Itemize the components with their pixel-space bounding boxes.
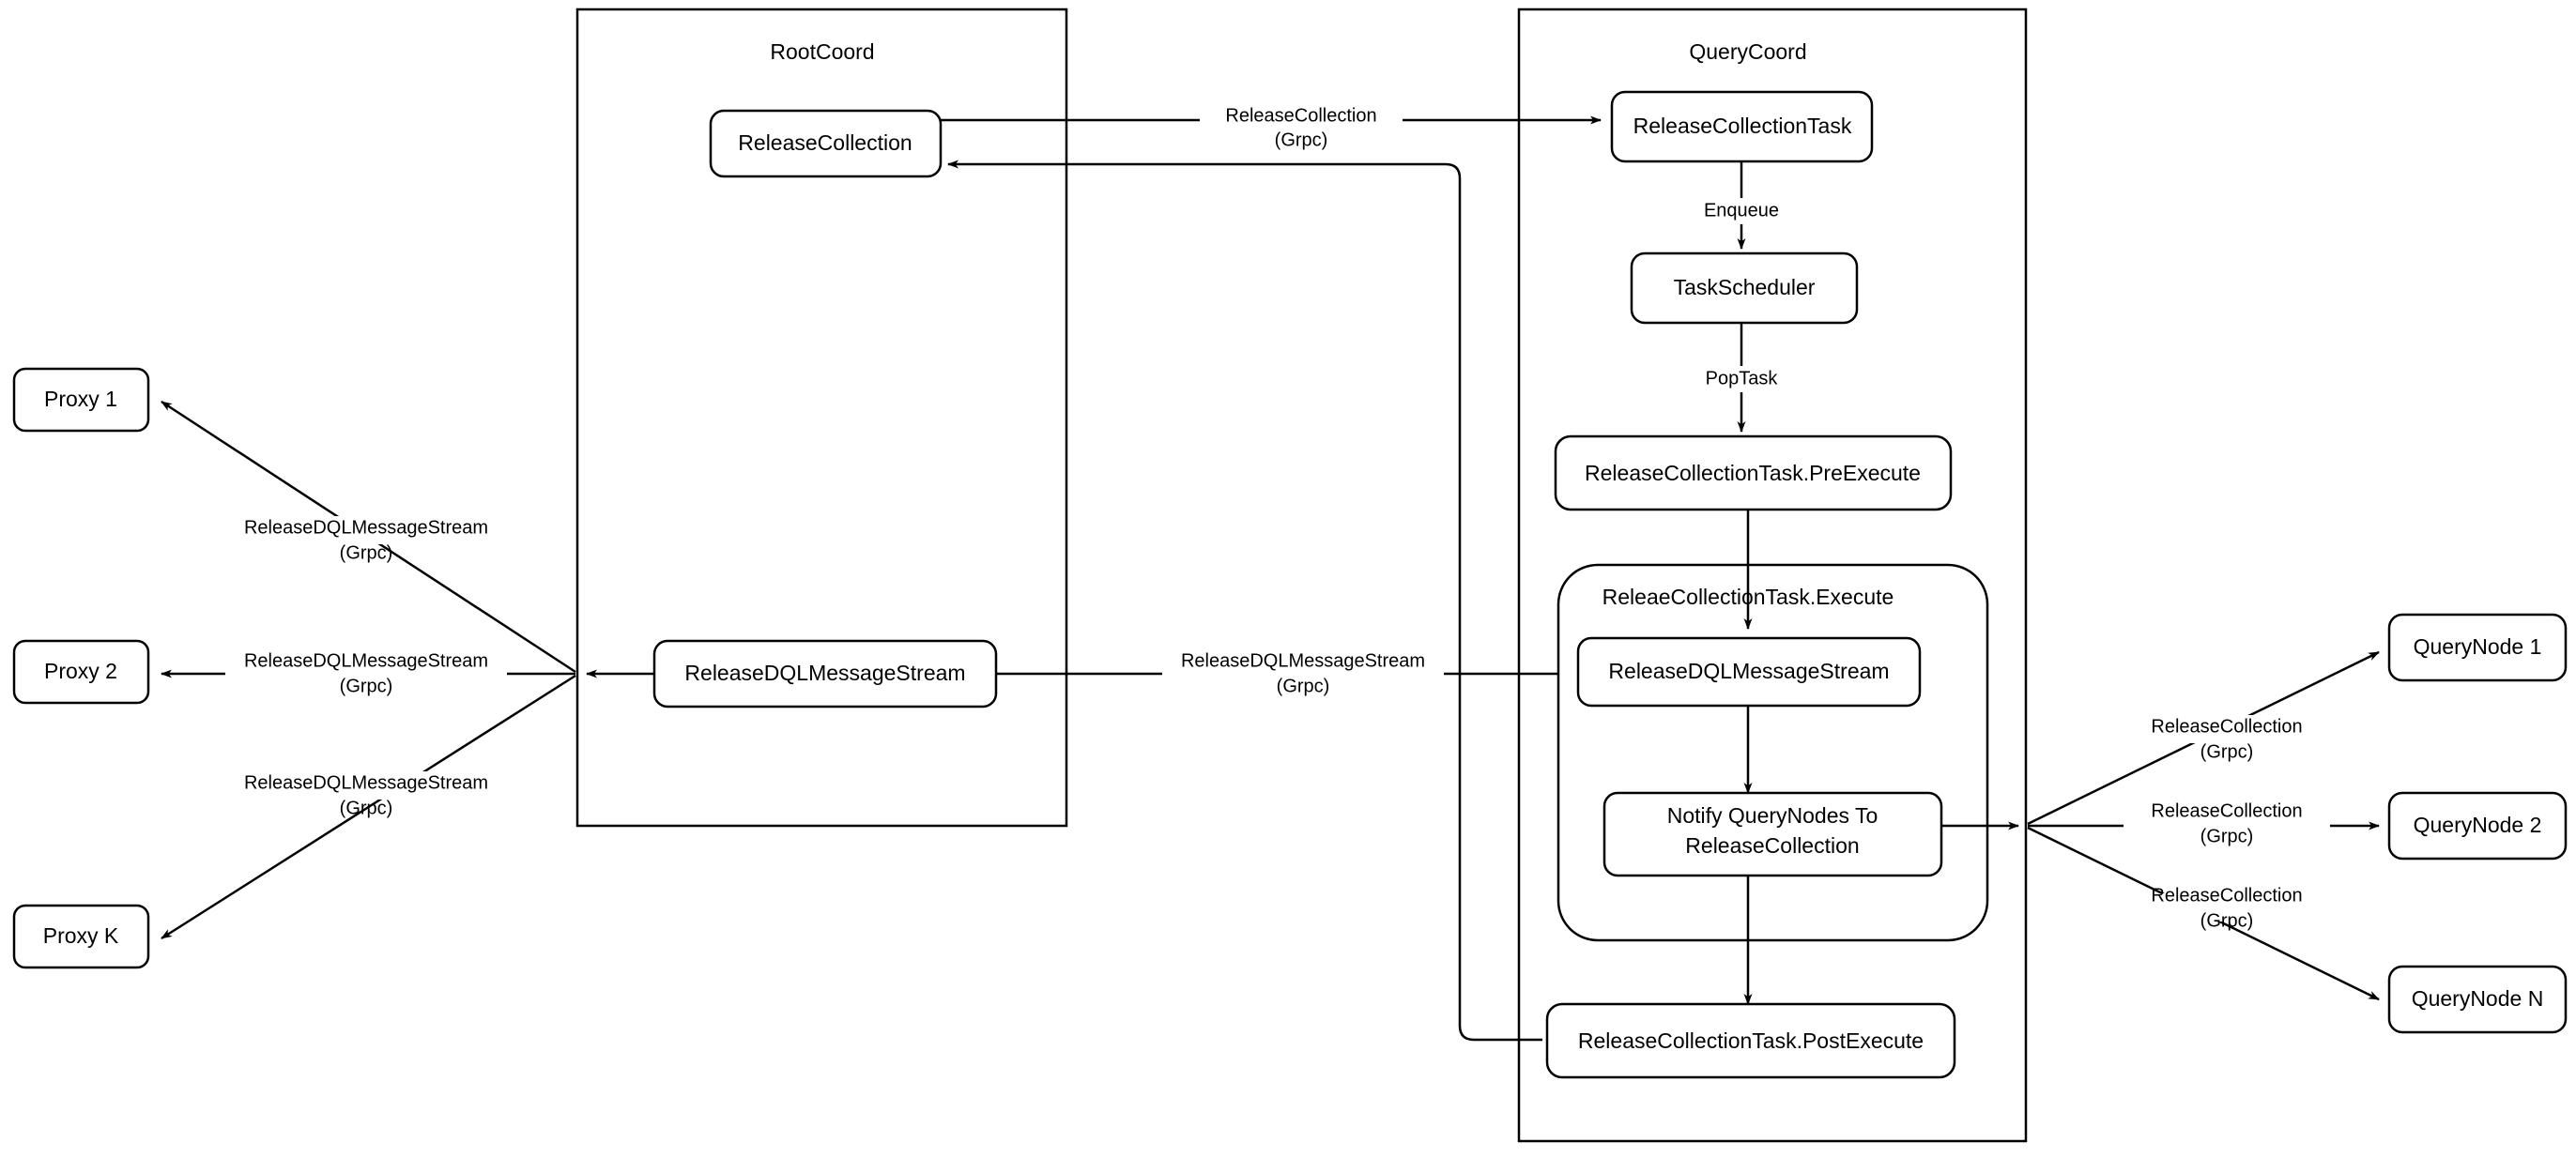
node-querynode1-rect[interactable] xyxy=(2387,613,2568,682)
container-rootcoord xyxy=(575,8,1068,828)
node-notify-querynodes-rect[interactable] xyxy=(1602,791,1943,877)
node-rootcoord-releasecollection[interactable]: ReleaseCollection xyxy=(709,109,943,178)
container-querycoord xyxy=(1517,8,2028,1143)
edge-label-rc-querynoden-line1: ReleaseCollection xyxy=(2151,885,2302,906)
node-preexecute-label: ReleaseCollectionTask.PreExecute xyxy=(1585,461,1921,485)
node-notify-querynodes-label-line1: Notify QueryNodes To xyxy=(1667,803,1878,828)
node-notify-querynodes-label-line2: ReleaseCollection xyxy=(1685,833,1859,858)
node-proxy2[interactable]: Proxy 2 xyxy=(12,639,150,705)
node-releasecollectiontask-rect[interactable] xyxy=(1610,90,1874,163)
node-proxy1-rect[interactable] xyxy=(12,367,150,433)
node-execute-releasedqlmessagestream[interactable]: ReleaseDQLMessageStream xyxy=(1576,636,1922,708)
edge-label-rc-querynoden: ReleaseCollection (Grpc) xyxy=(2124,885,2330,931)
node-postexecute-rect[interactable] xyxy=(1545,1002,1956,1079)
node-rootcoord-releasedqlmessagestream-rect[interactable] xyxy=(652,639,998,708)
edge-label-poptask-text: PopTask xyxy=(1706,368,1779,388)
edge-label-dql-proxyk-line1: ReleaseDQLMessageStream xyxy=(244,772,488,793)
edge-label-dql-proxyk-line2: (Grpc) xyxy=(340,798,393,818)
edge-label-releasecollection-top-line2: (Grpc) xyxy=(1275,129,1328,150)
node-querynoden-rect[interactable] xyxy=(2387,965,2568,1034)
node-querynode2-rect[interactable] xyxy=(2387,791,2568,861)
node-execute-releasedqlmessagestream-label: ReleaseDQLMessageStream xyxy=(1608,659,1889,683)
node-proxyk[interactable]: Proxy K xyxy=(12,904,150,969)
edge-label-releasecollection-top: ReleaseCollection (Grpc) xyxy=(1200,103,1403,150)
edge-label-dql-proxy1-line2: (Grpc) xyxy=(340,542,393,563)
edge-label-releasecollection-top-line1: ReleaseCollection xyxy=(1225,105,1376,126)
node-taskscheduler-rect[interactable] xyxy=(1630,251,1859,325)
edge-label-dql-proxy1-line1: ReleaseDQLMessageStream xyxy=(244,517,488,538)
node-rootcoord-releasedqlmessagestream[interactable]: ReleaseDQLMessageStream xyxy=(652,639,998,708)
edge-label-enqueue-text: Enqueue xyxy=(1704,200,1779,221)
edge-label-dql-middle-line2: (Grpc) xyxy=(1277,676,1330,696)
edge-label-dql-proxy2: ReleaseDQLMessageStream (Grpc) xyxy=(225,650,507,696)
node-querynode2[interactable]: QueryNode 2 xyxy=(2387,791,2568,861)
node-preexecute-rect[interactable] xyxy=(1554,434,1953,511)
edge-label-rc-querynoden-line2: (Grpc) xyxy=(2200,910,2254,931)
edge-label-dql-middle-line1: ReleaseDQLMessageStream xyxy=(1181,650,1425,671)
edge-label-dql-proxy1: ReleaseDQLMessageStream (Grpc) xyxy=(225,516,507,563)
edge-label-dql-proxy2-line2: (Grpc) xyxy=(340,676,393,696)
edge-label-dql-proxyk: ReleaseDQLMessageStream (Grpc) xyxy=(225,771,507,818)
edge-label-poptask: PopTask xyxy=(1690,366,1793,392)
container-title-rootcoord: RootCoord xyxy=(770,39,874,64)
node-postexecute[interactable]: ReleaseCollectionTask.PostExecute xyxy=(1545,1002,1956,1079)
node-rootcoord-releasecollection-rect[interactable] xyxy=(709,109,943,178)
edge-label-rc-querynode2: ReleaseCollection (Grpc) xyxy=(2124,800,2330,846)
edge-label-rc-querynode1-line1: ReleaseCollection xyxy=(2151,716,2302,737)
node-taskscheduler-label: TaskScheduler xyxy=(1674,275,1816,299)
node-rootcoord-releasecollection-label: ReleaseCollection xyxy=(738,130,912,155)
edge-postexecute-return xyxy=(947,160,1542,1042)
node-proxy2-label: Proxy 2 xyxy=(44,659,117,683)
edge-label-enqueue: Enqueue xyxy=(1685,198,1798,224)
edge-label-dql-proxy2-line1: ReleaseDQLMessageStream xyxy=(244,650,488,671)
node-querynode2-label: QueryNode 2 xyxy=(2414,813,2542,837)
node-postexecute-label: ReleaseCollectionTask.PostExecute xyxy=(1578,1028,1924,1053)
edge-label-rc-querynode2-line2: (Grpc) xyxy=(2200,826,2254,846)
node-rootcoord-releasedqlmessagestream-label: ReleaseDQLMessageStream xyxy=(684,661,965,685)
node-querynoden-label: QueryNode N xyxy=(2412,986,2544,1011)
node-querynode1[interactable]: QueryNode 1 xyxy=(2387,613,2568,682)
node-execute-releasedqlmessagestream-rect[interactable] xyxy=(1576,636,1922,708)
edge-label-rc-querynode2-line1: ReleaseCollection xyxy=(2151,800,2302,821)
container-title-execute: ReleaeCollectionTask.Execute xyxy=(1602,585,1894,609)
node-proxy1-label: Proxy 1 xyxy=(44,387,117,411)
node-preexecute[interactable]: ReleaseCollectionTask.PreExecute xyxy=(1554,434,1953,511)
node-querynoden[interactable]: QueryNode N xyxy=(2387,965,2568,1034)
node-proxyk-rect[interactable] xyxy=(12,904,150,969)
edge-dql-to-proxyk xyxy=(161,674,576,940)
edge-label-rc-querynode1-line2: (Grpc) xyxy=(2200,741,2254,762)
container-execute xyxy=(1556,563,1989,942)
node-proxyk-label: Proxy K xyxy=(43,923,119,948)
edge-label-rc-querynode1: ReleaseCollection (Grpc) xyxy=(2124,715,2330,762)
container-title-querycoord: QueryCoord xyxy=(1689,39,1806,64)
node-releasecollectiontask[interactable]: ReleaseCollectionTask xyxy=(1610,90,1874,163)
edge-label-dql-middle: ReleaseDQLMessageStream (Grpc) xyxy=(1162,650,1444,696)
node-querynode1-label: QueryNode 1 xyxy=(2414,634,2542,659)
node-notify-querynodes[interactable]: Notify QueryNodes To ReleaseCollection xyxy=(1602,791,1943,877)
node-taskscheduler[interactable]: TaskScheduler xyxy=(1630,251,1859,325)
node-releasecollectiontask-label: ReleaseCollectionTask xyxy=(1633,114,1852,138)
node-proxy2-rect[interactable] xyxy=(12,639,150,705)
node-proxy1[interactable]: Proxy 1 xyxy=(12,367,150,433)
